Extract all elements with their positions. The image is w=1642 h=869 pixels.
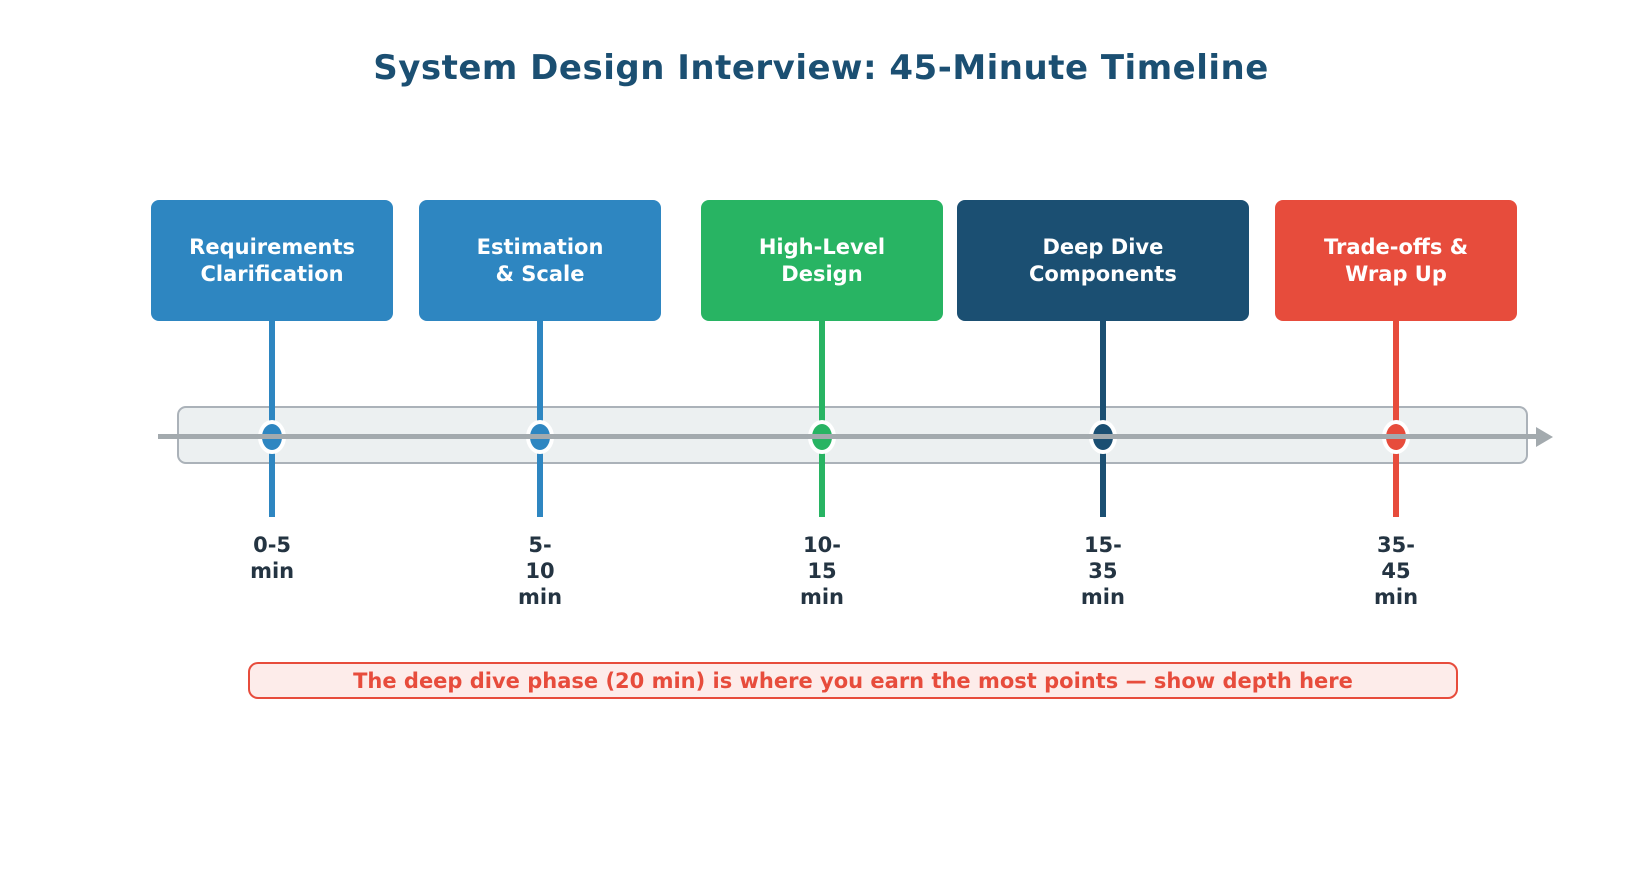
phase-time-label: 5-10 min	[518, 533, 563, 609]
annotation-note-text: The deep dive phase (20 min) is where yo…	[353, 668, 1353, 693]
phase-box: Requirements Clarification	[151, 200, 394, 321]
phase-connector-line	[818, 321, 825, 517]
phase-connector-line	[1099, 321, 1106, 517]
phase-time-label: 15-35 min	[1080, 533, 1125, 609]
phase-label: High-Level Design	[758, 234, 886, 286]
phase-label: Requirements Clarification	[189, 234, 355, 286]
phase-time-label: 35-45 min	[1374, 533, 1419, 609]
phase-box: Trade-offs & Wrap Up	[1275, 200, 1518, 321]
diagram-title: System Design Interview: 45-Minute Timel…	[373, 48, 1269, 88]
phase-time-label: 0-5 min	[250, 533, 295, 583]
phase-label: Deep Dive Components	[1028, 234, 1177, 286]
phase-connector-line	[537, 321, 544, 517]
phase-box: Estimation & Scale	[419, 200, 662, 321]
phase-label: Trade-offs & Wrap Up	[1323, 234, 1469, 286]
annotation-note: The deep dive phase (20 min) is where yo…	[248, 662, 1458, 699]
phase-time-label: 10-15 min	[799, 533, 844, 609]
phase-box: Deep Dive Components	[956, 200, 1249, 321]
arrow-right-icon	[1536, 427, 1553, 447]
phase-label: Estimation & Scale	[476, 234, 604, 286]
phase-box: High-Level Design	[700, 200, 943, 321]
timeline-axis-line	[158, 434, 1538, 439]
phase-connector-line	[1393, 321, 1400, 517]
phase-connector-line	[269, 321, 276, 517]
